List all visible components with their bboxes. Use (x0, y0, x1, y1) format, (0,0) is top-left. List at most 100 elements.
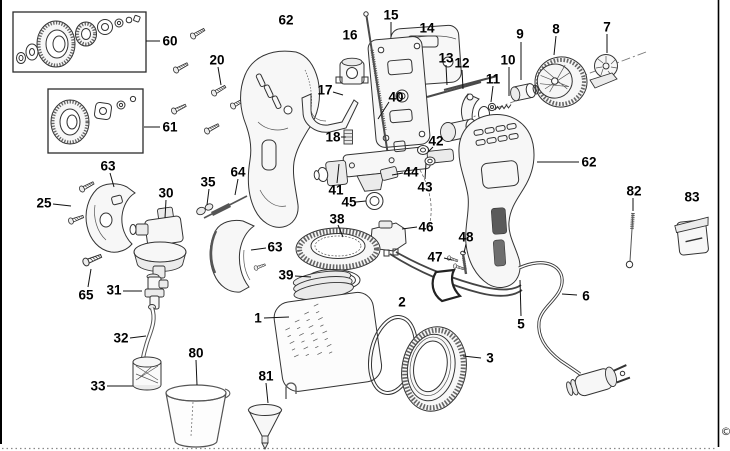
part-8-end-cap (534, 56, 588, 108)
part-label-35: 35 (200, 175, 216, 190)
part-label-43: 43 (417, 180, 433, 195)
leader-line-63-top (109, 172, 115, 188)
leader-line-47 (443, 257, 453, 261)
linkage-strap (419, 169, 432, 227)
part-13-rod (426, 81, 482, 98)
part-label-38: 38 (329, 212, 345, 227)
part-label-20: 20 (209, 53, 224, 68)
part-label-64: 64 (230, 165, 246, 180)
rear-housing-vents (473, 122, 519, 146)
leader-line-40 (377, 101, 390, 120)
part-label-40: 40 (388, 90, 403, 105)
part-label-7: 7 (603, 20, 611, 35)
part-80-measuring-cup (165, 384, 231, 448)
part-15-motor-plate (367, 36, 431, 148)
part-label-12: 12 (454, 56, 469, 71)
part-20-screws (170, 26, 247, 136)
leader-line-45 (355, 200, 367, 203)
leader-line-81 (265, 382, 269, 404)
part-31-elbow-fitting (144, 273, 169, 310)
part-label-15: 15 (383, 8, 399, 23)
part-label-62-right: 62 (581, 155, 596, 170)
part-42-washer (417, 145, 429, 155)
leader-line-44 (391, 172, 404, 176)
part-63-nose-cowl (209, 219, 255, 293)
leader-line-64 (234, 178, 239, 196)
part-label-48: 48 (458, 230, 474, 245)
part-label-63-mid: 63 (267, 240, 283, 255)
part-label-18: 18 (325, 130, 341, 145)
part-label-65: 65 (78, 288, 94, 303)
part-label-2: 2 (398, 295, 406, 310)
part-41-pump-assembly (313, 140, 455, 192)
leader-line-20 (217, 66, 222, 86)
leader-line-13 (445, 64, 448, 86)
part-label-17: 17 (317, 83, 332, 98)
part-label-1: 1 (254, 311, 262, 326)
leader-line-80 (195, 359, 198, 386)
part-62-rear-housing (458, 114, 535, 288)
leader-line-32 (129, 335, 147, 339)
part-81-viscosity-funnel (247, 382, 297, 451)
part-label-42: 42 (428, 134, 443, 149)
leader-line-63-mid (250, 247, 267, 251)
part-label-44: 44 (403, 165, 419, 180)
part-40-control-rod (363, 11, 391, 169)
part-label-47: 47 (427, 250, 442, 265)
part-45-seal (365, 192, 384, 210)
part-35-needle-collars (196, 203, 214, 216)
small-screw-icon (253, 262, 267, 272)
part-6-power-cord (518, 261, 631, 397)
part-label-31: 31 (106, 283, 122, 298)
leader-line-30 (164, 199, 167, 219)
part-9-bushing (510, 83, 539, 102)
part-63-front-housing-half (85, 183, 136, 253)
power-plug (566, 364, 631, 397)
leader-line-8 (553, 35, 557, 56)
part-7-fan (589, 54, 618, 89)
part-label-61: 61 (162, 120, 178, 135)
part-label-63-top: 63 (100, 159, 116, 174)
part-10-spring (494, 104, 512, 111)
leader-line-35 (206, 188, 210, 206)
part-label-3: 3 (486, 351, 494, 366)
part-label-5: 5 (517, 317, 525, 332)
leader-line-25 (52, 203, 72, 207)
part-83-nozzle-box (674, 216, 709, 256)
part-label-80: 80 (188, 346, 203, 361)
leader-line-42 (427, 146, 434, 153)
leader-line-39 (294, 275, 312, 278)
part-label-30: 30 (158, 186, 173, 201)
inset-box-61-box (47, 88, 144, 154)
part-65-screw (81, 251, 104, 268)
copyright-mark: © (721, 425, 730, 438)
part-label-16: 16 (342, 28, 358, 43)
part-16-valve-block (335, 57, 369, 85)
part-label-41: 41 (328, 183, 344, 198)
part-48-screw (460, 250, 468, 275)
part-30-spray-valve (129, 206, 187, 279)
leader-line-12 (461, 69, 464, 90)
part-1-paint-container (273, 270, 383, 392)
part-38-ring-nut (295, 227, 381, 271)
part-label-9: 9 (516, 27, 524, 42)
part-60-turbine-seal-kit (16, 14, 141, 68)
part-33-filter (132, 356, 162, 391)
leader-line-3 (462, 355, 482, 359)
container-scale-ticks (285, 303, 333, 358)
part-5-handle-grip-end (431, 268, 463, 303)
part-43-nut (424, 156, 436, 166)
leader-line-6 (561, 293, 578, 296)
part-label-81: 81 (258, 369, 274, 384)
leader-line-43 (424, 162, 427, 180)
part-12-rod (443, 75, 498, 91)
part-label-14: 14 (419, 21, 435, 36)
leader-line-5 (519, 279, 522, 317)
part-17-bracket (301, 93, 359, 133)
part-61-turbine-nut-kit (50, 95, 137, 145)
part-label-82: 82 (626, 184, 641, 199)
leader-line-46 (401, 226, 418, 230)
leader-line-41 (336, 163, 340, 184)
